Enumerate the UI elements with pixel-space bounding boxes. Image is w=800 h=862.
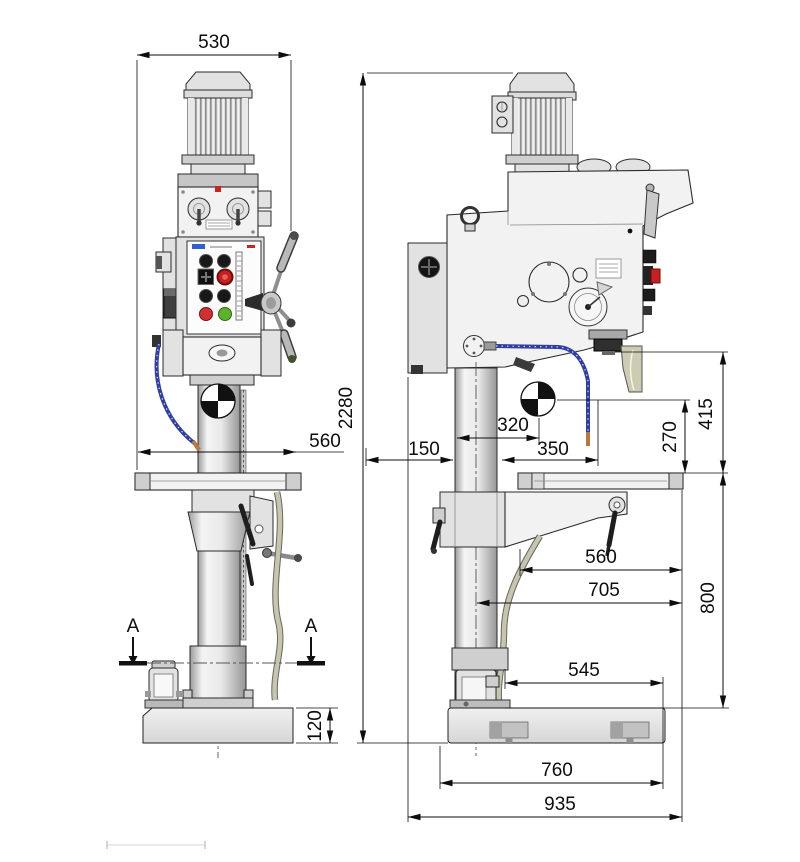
coolant-pump-side bbox=[449, 647, 511, 709]
dim-table-depth: 560 bbox=[519, 547, 682, 576]
dim-label-530: 530 bbox=[198, 32, 230, 53]
dim-cog-horizontal: 320 bbox=[457, 415, 540, 443]
nozzle-tip-front bbox=[191, 439, 201, 452]
table-crank-handle bbox=[262, 548, 302, 562]
motor-fins bbox=[187, 97, 249, 156]
center-of-gravity-symbol-front bbox=[200, 383, 236, 419]
dim-label-150: 150 bbox=[408, 439, 440, 460]
dim-overall-height: 2280 bbox=[336, 72, 513, 744]
front-view: A A 530 560 120 bbox=[119, 32, 344, 758]
table-side bbox=[517, 472, 684, 490]
head-side-details bbox=[517, 228, 633, 327]
coolant-pump-front bbox=[144, 660, 184, 709]
coolant-hose-side bbox=[463, 335, 590, 446]
lifting-eye-bolt bbox=[460, 206, 480, 232]
arm-clamp-lever-right bbox=[606, 510, 618, 548]
center-of-gravity-symbol-side bbox=[520, 381, 556, 417]
dim-label-2280: 2280 bbox=[336, 387, 357, 429]
drain-hose-front bbox=[271, 491, 284, 701]
dim-label-415: 415 bbox=[696, 398, 717, 430]
dim-column-to-table-edge: 705 bbox=[477, 580, 682, 607]
back-panel bbox=[407, 242, 448, 374]
estop-side bbox=[650, 268, 661, 284]
dim-overall-width: 530 bbox=[136, 32, 292, 470]
dim-label-350: 350 bbox=[537, 439, 569, 460]
dim-table-to-base: 800 bbox=[505, 473, 729, 709]
side-view: 2280 150 320 350 270 415 560 705 800 bbox=[336, 72, 729, 822]
t-slot-2 bbox=[610, 721, 650, 744]
start-button bbox=[218, 307, 232, 321]
speed-dial-right bbox=[226, 197, 250, 226]
section-mark-right: A bbox=[297, 616, 325, 666]
quill-housing-front bbox=[162, 329, 282, 386]
knob-4 bbox=[217, 289, 231, 303]
column-collar-front bbox=[182, 645, 254, 709]
dim-base-slot-span: 545 bbox=[504, 660, 664, 789]
t-slot-1 bbox=[489, 721, 529, 744]
dim-label-705: 705 bbox=[588, 580, 620, 601]
dim-cog-above-table: 270 bbox=[557, 399, 690, 473]
control-panel bbox=[175, 236, 265, 339]
section-arrow-left bbox=[128, 656, 138, 665]
section-label-left: A bbox=[127, 616, 140, 637]
chip-guard bbox=[620, 345, 643, 393]
handwheel bbox=[245, 231, 299, 363]
speed-chart-label bbox=[205, 219, 233, 230]
section-label-right: A bbox=[305, 616, 318, 637]
side-lever bbox=[643, 183, 660, 239]
side-motor bbox=[491, 72, 579, 174]
table-clamp-lever bbox=[238, 503, 256, 547]
knob-1 bbox=[199, 254, 213, 268]
emergency-stop bbox=[216, 268, 234, 286]
dim-label-120: 120 bbox=[305, 710, 326, 742]
base-front bbox=[142, 707, 294, 744]
dim-label-800: 800 bbox=[698, 582, 719, 614]
speed-dial-left bbox=[187, 197, 211, 226]
dim-label-560-front: 560 bbox=[309, 431, 341, 452]
depth-stop-dial bbox=[568, 287, 608, 327]
dim-back-to-column: 150 bbox=[365, 439, 453, 466]
dim-base-height: 120 bbox=[296, 707, 338, 744]
dim-table-width: 560 bbox=[138, 431, 344, 456]
dim-label-935: 935 bbox=[544, 794, 576, 815]
coolant-hose-front bbox=[152, 335, 201, 452]
section-mark-left: A bbox=[119, 616, 147, 666]
terminal-box bbox=[491, 95, 514, 134]
front-gear-head bbox=[177, 173, 272, 238]
dim-label-760: 760 bbox=[541, 760, 573, 781]
dim-throat-depth: 350 bbox=[502, 400, 599, 466]
side-face-knobs bbox=[642, 249, 661, 315]
front-left-bracket bbox=[155, 251, 172, 273]
arm-clamp-lever-left bbox=[430, 519, 443, 552]
dim-label-270: 270 bbox=[660, 421, 681, 453]
cropped-dimension-line bbox=[106, 841, 206, 849]
front-motor bbox=[181, 71, 255, 175]
table-support-front bbox=[187, 489, 302, 586]
quill-side bbox=[588, 329, 628, 355]
brand-label bbox=[192, 244, 205, 249]
knob-3 bbox=[199, 289, 213, 303]
knob-2 bbox=[217, 254, 231, 268]
red-tag bbox=[215, 186, 221, 192]
table-arm-side bbox=[430, 491, 628, 557]
dim-label-320: 320 bbox=[497, 415, 529, 436]
stop-button bbox=[199, 307, 213, 321]
section-arrow-right bbox=[306, 656, 316, 665]
dim-overall-depth: 935 bbox=[407, 377, 683, 822]
dim-label-545: 545 bbox=[568, 660, 600, 681]
base-side bbox=[447, 707, 666, 744]
table-front bbox=[134, 472, 302, 491]
dim-label-560-side: 560 bbox=[585, 547, 617, 568]
nameplate bbox=[595, 258, 622, 279]
dim-base-length: 760 bbox=[439, 746, 663, 789]
